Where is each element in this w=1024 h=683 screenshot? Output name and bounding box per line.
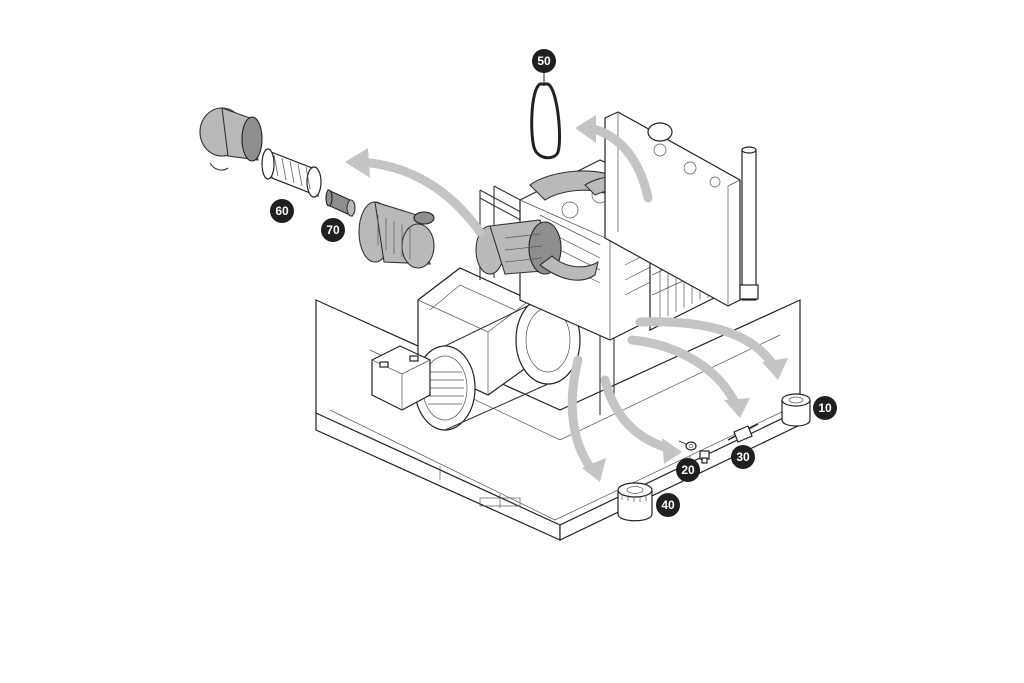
safety-filter-element [325, 189, 356, 217]
callout-30-label: 30 [736, 450, 750, 464]
battery [371, 345, 431, 411]
callout-70: 70 [321, 218, 345, 242]
drive-belt [530, 73, 562, 160]
callout-70-label: 70 [326, 223, 340, 237]
callout-10-label: 10 [818, 401, 832, 415]
air-filter-element [261, 148, 322, 198]
air-filter-housing [358, 201, 435, 269]
callout-40-label: 40 [661, 498, 675, 512]
callout-60: 60 [270, 199, 294, 223]
air-filter-cover [199, 107, 263, 171]
service-arrows [345, 115, 788, 482]
fuel-filter [617, 482, 653, 522]
callout-50-label: 50 [537, 54, 551, 68]
callout-60-label: 60 [275, 204, 289, 218]
callout-10: 10 [813, 396, 837, 420]
drain-plug [678, 440, 710, 464]
callout-30: 30 [731, 445, 755, 469]
inline-fuel-filter [727, 423, 759, 443]
oil-filter [781, 393, 811, 427]
callout-20-label: 20 [681, 463, 695, 477]
callout-50: 50 [532, 49, 556, 73]
mounted-air-filter [475, 219, 599, 281]
callout-40: 40 [656, 493, 680, 517]
callout-20: 20 [676, 458, 700, 482]
exhaust-pipe [739, 146, 759, 301]
